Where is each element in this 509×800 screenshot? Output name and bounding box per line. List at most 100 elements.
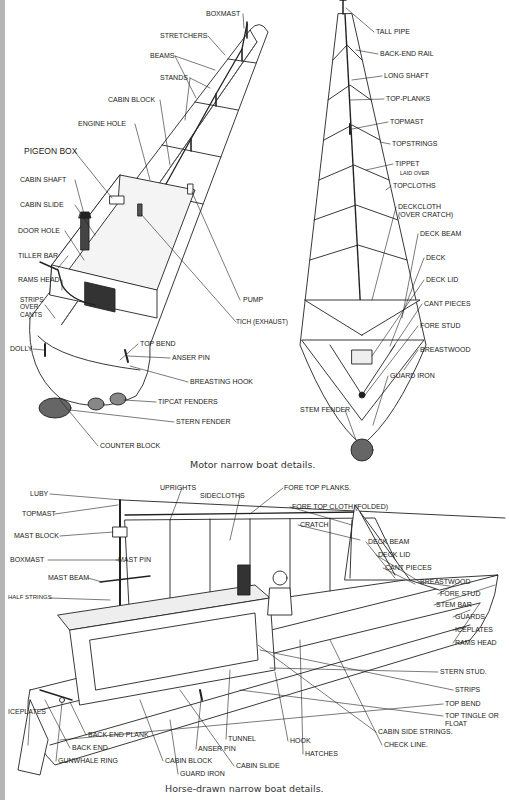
- deckcloth: [305, 300, 420, 335]
- part-label: ANSER PIN: [198, 745, 236, 753]
- cant-pieces: [330, 345, 395, 395]
- part-label: ENGINE HOLE: [78, 120, 126, 128]
- part-label: TOPCLOTHS: [393, 182, 436, 190]
- part-label: CABIN SLIDE: [236, 762, 280, 770]
- part-label: BREASTWOOD: [420, 578, 471, 586]
- part-label: TILLER BAR: [18, 252, 58, 260]
- part-label: TOP BEND: [140, 340, 176, 348]
- part-label: LUBY: [30, 490, 48, 498]
- part-label: TOP-PLANKS: [386, 95, 430, 103]
- chimney-cap: [79, 212, 91, 218]
- part-label: STANDS: [160, 74, 188, 82]
- part-label: FORE TOP PLANKS.: [284, 484, 351, 492]
- mast-beam: [100, 576, 150, 582]
- fore-deck: [410, 575, 498, 590]
- part-label: PUMP: [243, 296, 263, 304]
- door-hole: [85, 282, 115, 312]
- part-label: COUNTER BLOCK: [100, 442, 160, 450]
- part-label: TOPMAST: [390, 118, 424, 126]
- fore-stud: [359, 392, 365, 398]
- pigeon-box: [110, 196, 124, 204]
- part-label: TOPMAST: [22, 510, 56, 518]
- part-label: RAMS HEAD: [455, 639, 497, 647]
- part-label: CRATCH: [300, 521, 329, 529]
- anser-pin: [125, 350, 128, 362]
- hull-side: [28, 575, 498, 765]
- part-label: CABIN SIDE STRINGS.: [378, 728, 453, 736]
- part-label: MAST BEAM: [48, 574, 89, 582]
- part-label: BACK-END RAIL: [380, 50, 434, 58]
- part-label: PIGEON BOX: [24, 147, 77, 157]
- part-label: STRETCHERS: [160, 32, 207, 40]
- hull-shade: [44, 42, 257, 350]
- part-label: BOXMAST: [206, 10, 240, 18]
- top-bend: [38, 336, 140, 370]
- part-label: ANSER PIN: [172, 354, 210, 362]
- top-planks: [140, 24, 247, 205]
- part-label: DECKCLOTH (OVER CRATCH): [398, 203, 458, 219]
- steerer-head: [273, 571, 287, 585]
- part-label: CHECK LINE.: [384, 741, 428, 749]
- part-label: TIPCAT FENDERS: [158, 398, 218, 406]
- caption: Motor narrow boat details.: [190, 460, 315, 471]
- part-label: FORE STUD: [420, 322, 460, 330]
- part-label: STEM FENDER: [300, 406, 350, 414]
- part-label: STERN STUD.: [440, 668, 487, 676]
- cabin-side: [70, 598, 275, 705]
- chimney: [238, 565, 250, 595]
- part-label: BREASTING HOOK: [190, 378, 253, 386]
- part-label: LONG SHAFT: [384, 72, 429, 80]
- part-label: RAMS HEAD: [18, 276, 60, 284]
- anser-pin: [200, 690, 202, 700]
- part-label: DECK: [426, 254, 445, 262]
- part-label: DOOR HOLE: [18, 227, 60, 235]
- part-label: TIPPET: [395, 160, 420, 168]
- part-label: CANT PIECES: [385, 564, 432, 572]
- scan-edge: [0, 0, 5, 800]
- tiller: [40, 262, 95, 305]
- steerer-body: [268, 588, 292, 615]
- tipcat-fender: [110, 393, 126, 405]
- part-label: GUARD IRON: [390, 372, 435, 380]
- part-label: TOPSTRINGS: [392, 140, 437, 148]
- part-label: DOLLY: [10, 345, 32, 353]
- part-label: DECK BEAM: [420, 230, 461, 238]
- part-label: MAST PIN: [118, 556, 151, 564]
- part-label: FORE STUD: [440, 590, 480, 598]
- part-label: ICEPLATES: [8, 708, 46, 716]
- part-label: LAID OVER: [400, 170, 429, 176]
- part-label: TOP BEND: [445, 700, 481, 708]
- part-label: BACK END: [72, 744, 108, 752]
- part-label: HOOK: [290, 737, 311, 745]
- back-end-plank: [40, 690, 72, 700]
- part-label: MAST BLOCK: [14, 532, 59, 540]
- part-label: BEAMS: [150, 52, 175, 60]
- mast-block: [113, 527, 127, 537]
- hull-side: [30, 30, 257, 350]
- part-label: CABIN BLOCK: [165, 757, 212, 765]
- part-label: HALF STRINGS: [8, 594, 52, 601]
- part-label: BREASTWOOD: [420, 346, 471, 354]
- caption: Horse-drawn narrow boat details.: [165, 784, 324, 795]
- stem-fender: [351, 439, 373, 461]
- top-planks: [125, 512, 360, 515]
- part-label: STEM BAR: [436, 601, 472, 609]
- part-label: TALL PIPE: [376, 28, 410, 36]
- part-label: STRIPS: [455, 686, 480, 694]
- topmast: [349, 124, 351, 134]
- tall-pipe: [340, 0, 346, 14]
- part-label: TICH (EXHAUST): [236, 318, 288, 325]
- part-label: CANT PIECES: [424, 300, 471, 308]
- part-label: TOP TINGLE OR FLOAT: [445, 712, 500, 728]
- part-label: CABIN SHAFT: [20, 176, 66, 184]
- part-label: BACK END PLANK: [88, 731, 149, 739]
- part-label: STERN FENDER: [176, 418, 230, 426]
- stern-fender: [39, 398, 71, 418]
- stands: [166, 22, 247, 196]
- part-label: DECK LID: [378, 551, 410, 559]
- part-label: BOXMAST: [10, 556, 44, 564]
- cabin-shaft: [81, 218, 89, 250]
- part-label: SIDECLOTHS: [200, 492, 245, 500]
